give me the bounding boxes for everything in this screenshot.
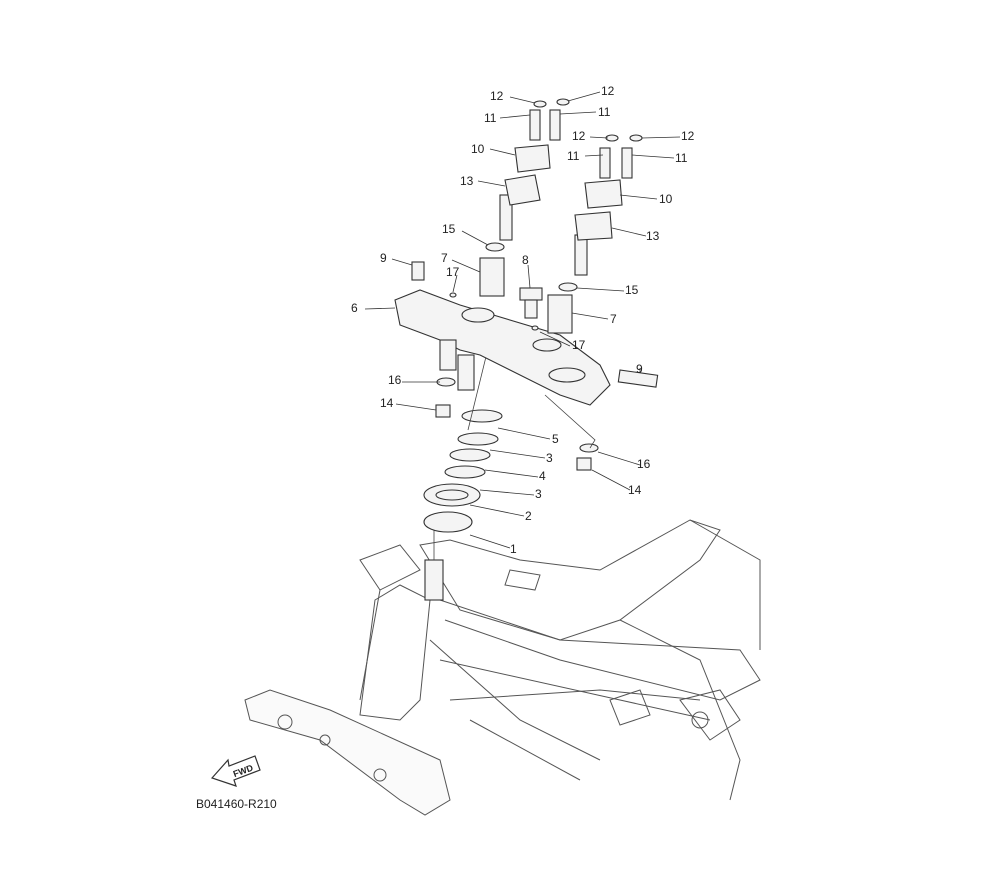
callout-17: 17 [446,265,460,279]
callout-11: 11 [598,105,611,119]
callout-14: 14 [380,396,394,410]
callout-10: 10 [659,192,673,206]
callout-1: 1 [510,542,517,556]
callout-15: 15 [625,283,639,297]
callout-7: 7 [610,312,617,326]
callout-7: 7 [441,251,448,265]
callout-12: 12 [572,129,586,143]
callout-14: 14 [628,483,642,497]
callout-8: 8 [522,253,529,267]
callout-4: 4 [539,469,546,483]
callout-3: 3 [546,451,553,465]
callout-6: 6 [351,301,358,315]
callout-15: 15 [442,222,456,236]
callout-9: 9 [380,251,387,265]
callout-2: 2 [525,509,532,523]
callout-9: 9 [636,362,643,376]
callout-11: 11 [675,151,688,165]
callout-11: 11 [484,111,497,125]
leader-lines [364,91,681,549]
callout-3: 3 [535,487,542,501]
callout-13: 13 [460,174,474,188]
bearing-stack [423,319,599,533]
handlebar-holders [499,98,643,276]
callout-11: 11 [567,149,580,163]
callout-16: 16 [637,457,651,471]
callout-12: 12 [490,89,504,103]
callout-17: 17 [572,338,586,352]
callout-16: 16 [388,373,402,387]
callout-13: 13 [646,229,660,243]
callout-5: 5 [552,432,559,446]
callout-12: 12 [601,84,615,98]
forward-arrow-icon: FWD [210,755,261,787]
callout-10: 10 [471,142,485,156]
callout-12: 12 [681,129,695,143]
motorcycle-frame [244,519,761,816]
diagram-code: B041460-R210 [196,797,277,811]
callout-labels: 12 12 11 11 12 12 11 11 10 10 13 13 15 1… [351,84,695,556]
upper-bracket [394,242,659,406]
